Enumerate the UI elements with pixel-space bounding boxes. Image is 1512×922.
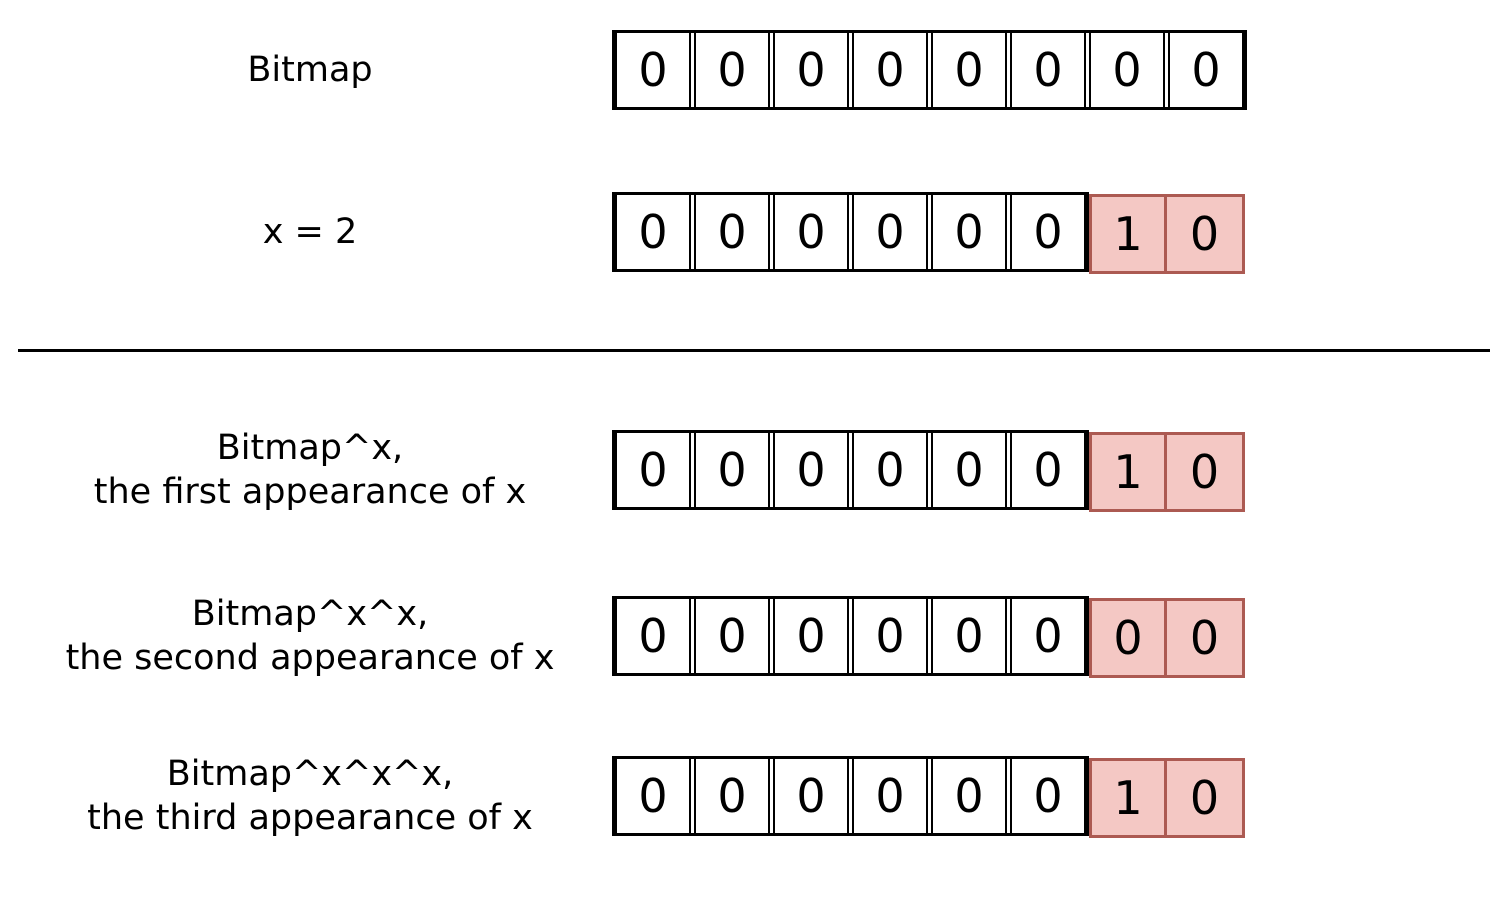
bit-cell: 0: [1010, 599, 1086, 673]
bit-cell: 0: [615, 195, 691, 269]
bit-cell: 0: [1089, 33, 1165, 107]
bit-cell-highlighted: 0: [1189, 611, 1220, 665]
bit-cell: 0: [615, 433, 691, 507]
bit-cell: 0: [1010, 759, 1086, 833]
bit-cell: 0: [1168, 33, 1244, 107]
section-divider: [18, 349, 1490, 352]
row-label-bitmap-xor-x: Bitmap^x,the first appearance of x: [10, 428, 610, 512]
bit-cell: 0: [1010, 433, 1086, 507]
row-label-line: the third appearance of x: [87, 798, 533, 838]
row-label-bitmap: Bitmap: [10, 30, 610, 110]
bit-cell-highlighted: 1: [1092, 435, 1167, 509]
bit-cell: 0: [931, 599, 1007, 673]
bit-cell-highlighted: 0: [1189, 207, 1220, 261]
bit-cell: 0: [852, 33, 928, 107]
row-label-line: the first appearance of x: [93, 472, 527, 512]
bit-cell-highlighted: 0: [1092, 601, 1167, 675]
bit-cell: 0: [931, 433, 1007, 507]
bit-cell: 0: [773, 599, 849, 673]
row-label-line: Bitmap: [247, 50, 373, 90]
bit-cell: 0: [694, 759, 770, 833]
bit-cell: 0: [694, 195, 770, 269]
bit-cell: 0: [615, 33, 691, 107]
bit-cell: 0: [773, 33, 849, 107]
row-label-line: Bitmap^x^x,: [191, 594, 429, 634]
row-label-line: the second appearance of x: [65, 638, 555, 678]
bit-cell: 0: [852, 599, 928, 673]
bit-cell: 0: [852, 433, 928, 507]
bit-cell: 0: [694, 433, 770, 507]
bit-cell-highlighted: 1: [1092, 197, 1167, 271]
bit-cell: 0: [931, 195, 1007, 269]
bit-cell-highlighted: 0: [1189, 771, 1220, 825]
bit-cell: 0: [694, 33, 770, 107]
bit-cell: 0: [694, 599, 770, 673]
bit-cell: 0: [615, 759, 691, 833]
bit-cell: 0: [773, 195, 849, 269]
bit-cell: 0: [1010, 33, 1086, 107]
bit-cell: 0: [852, 759, 928, 833]
row-label-line: Bitmap^x,: [216, 428, 404, 468]
bit-cell: 0: [615, 599, 691, 673]
row-label-line: x = 2: [262, 212, 358, 252]
row-label-line: Bitmap^x^x^x,: [166, 754, 454, 794]
bit-cell: 0: [852, 195, 928, 269]
bit-cell-highlighted: 1: [1092, 761, 1167, 835]
bit-cell: 0: [1010, 195, 1086, 269]
bit-cell-highlighted: 0: [1189, 445, 1220, 499]
bit-cell: 0: [931, 33, 1007, 107]
bit-cell: 0: [773, 759, 849, 833]
bit-cell: 0: [773, 433, 849, 507]
row-label-bitmap-xor-x-xor-x: Bitmap^x^x,the second appearance of x: [10, 594, 610, 678]
row-label-bitmap-xor-x-xor-x-xor-x: Bitmap^x^x^x,the third appearance of x: [10, 754, 610, 838]
row-label-x-equals-2: x = 2: [10, 192, 610, 272]
bit-cell: 0: [931, 759, 1007, 833]
